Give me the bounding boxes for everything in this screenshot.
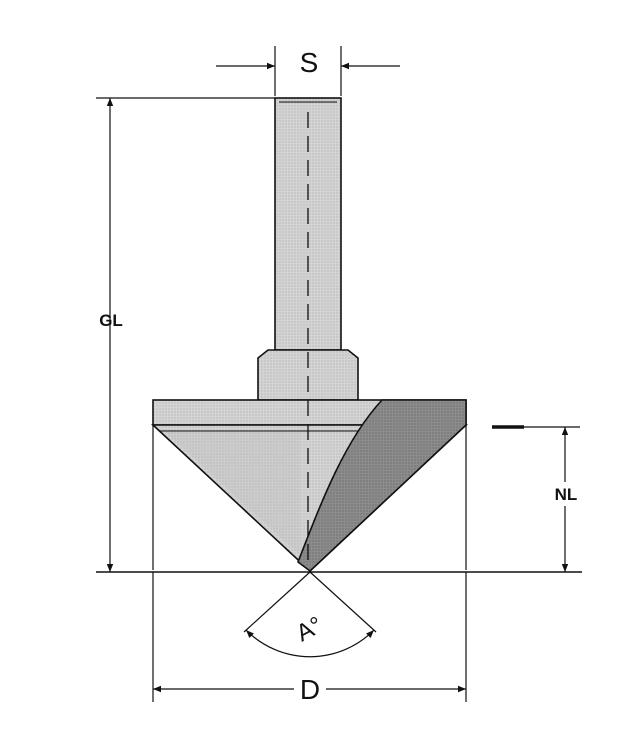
label-nl-bg: [548, 482, 582, 506]
dimension-angle: [243, 571, 377, 658]
workpiece-outline: [96, 425, 582, 573]
label-d-bg: [294, 674, 326, 704]
v-cutter: [150, 399, 469, 573]
label-gl: GL: [99, 311, 123, 330]
dimension-gl: [96, 97, 275, 572]
label-s: S: [300, 47, 319, 78]
label-angle: A°: [292, 611, 327, 647]
label-d: D: [300, 674, 320, 705]
dimension-s: [216, 46, 400, 96]
label-nl: NL: [555, 485, 578, 504]
